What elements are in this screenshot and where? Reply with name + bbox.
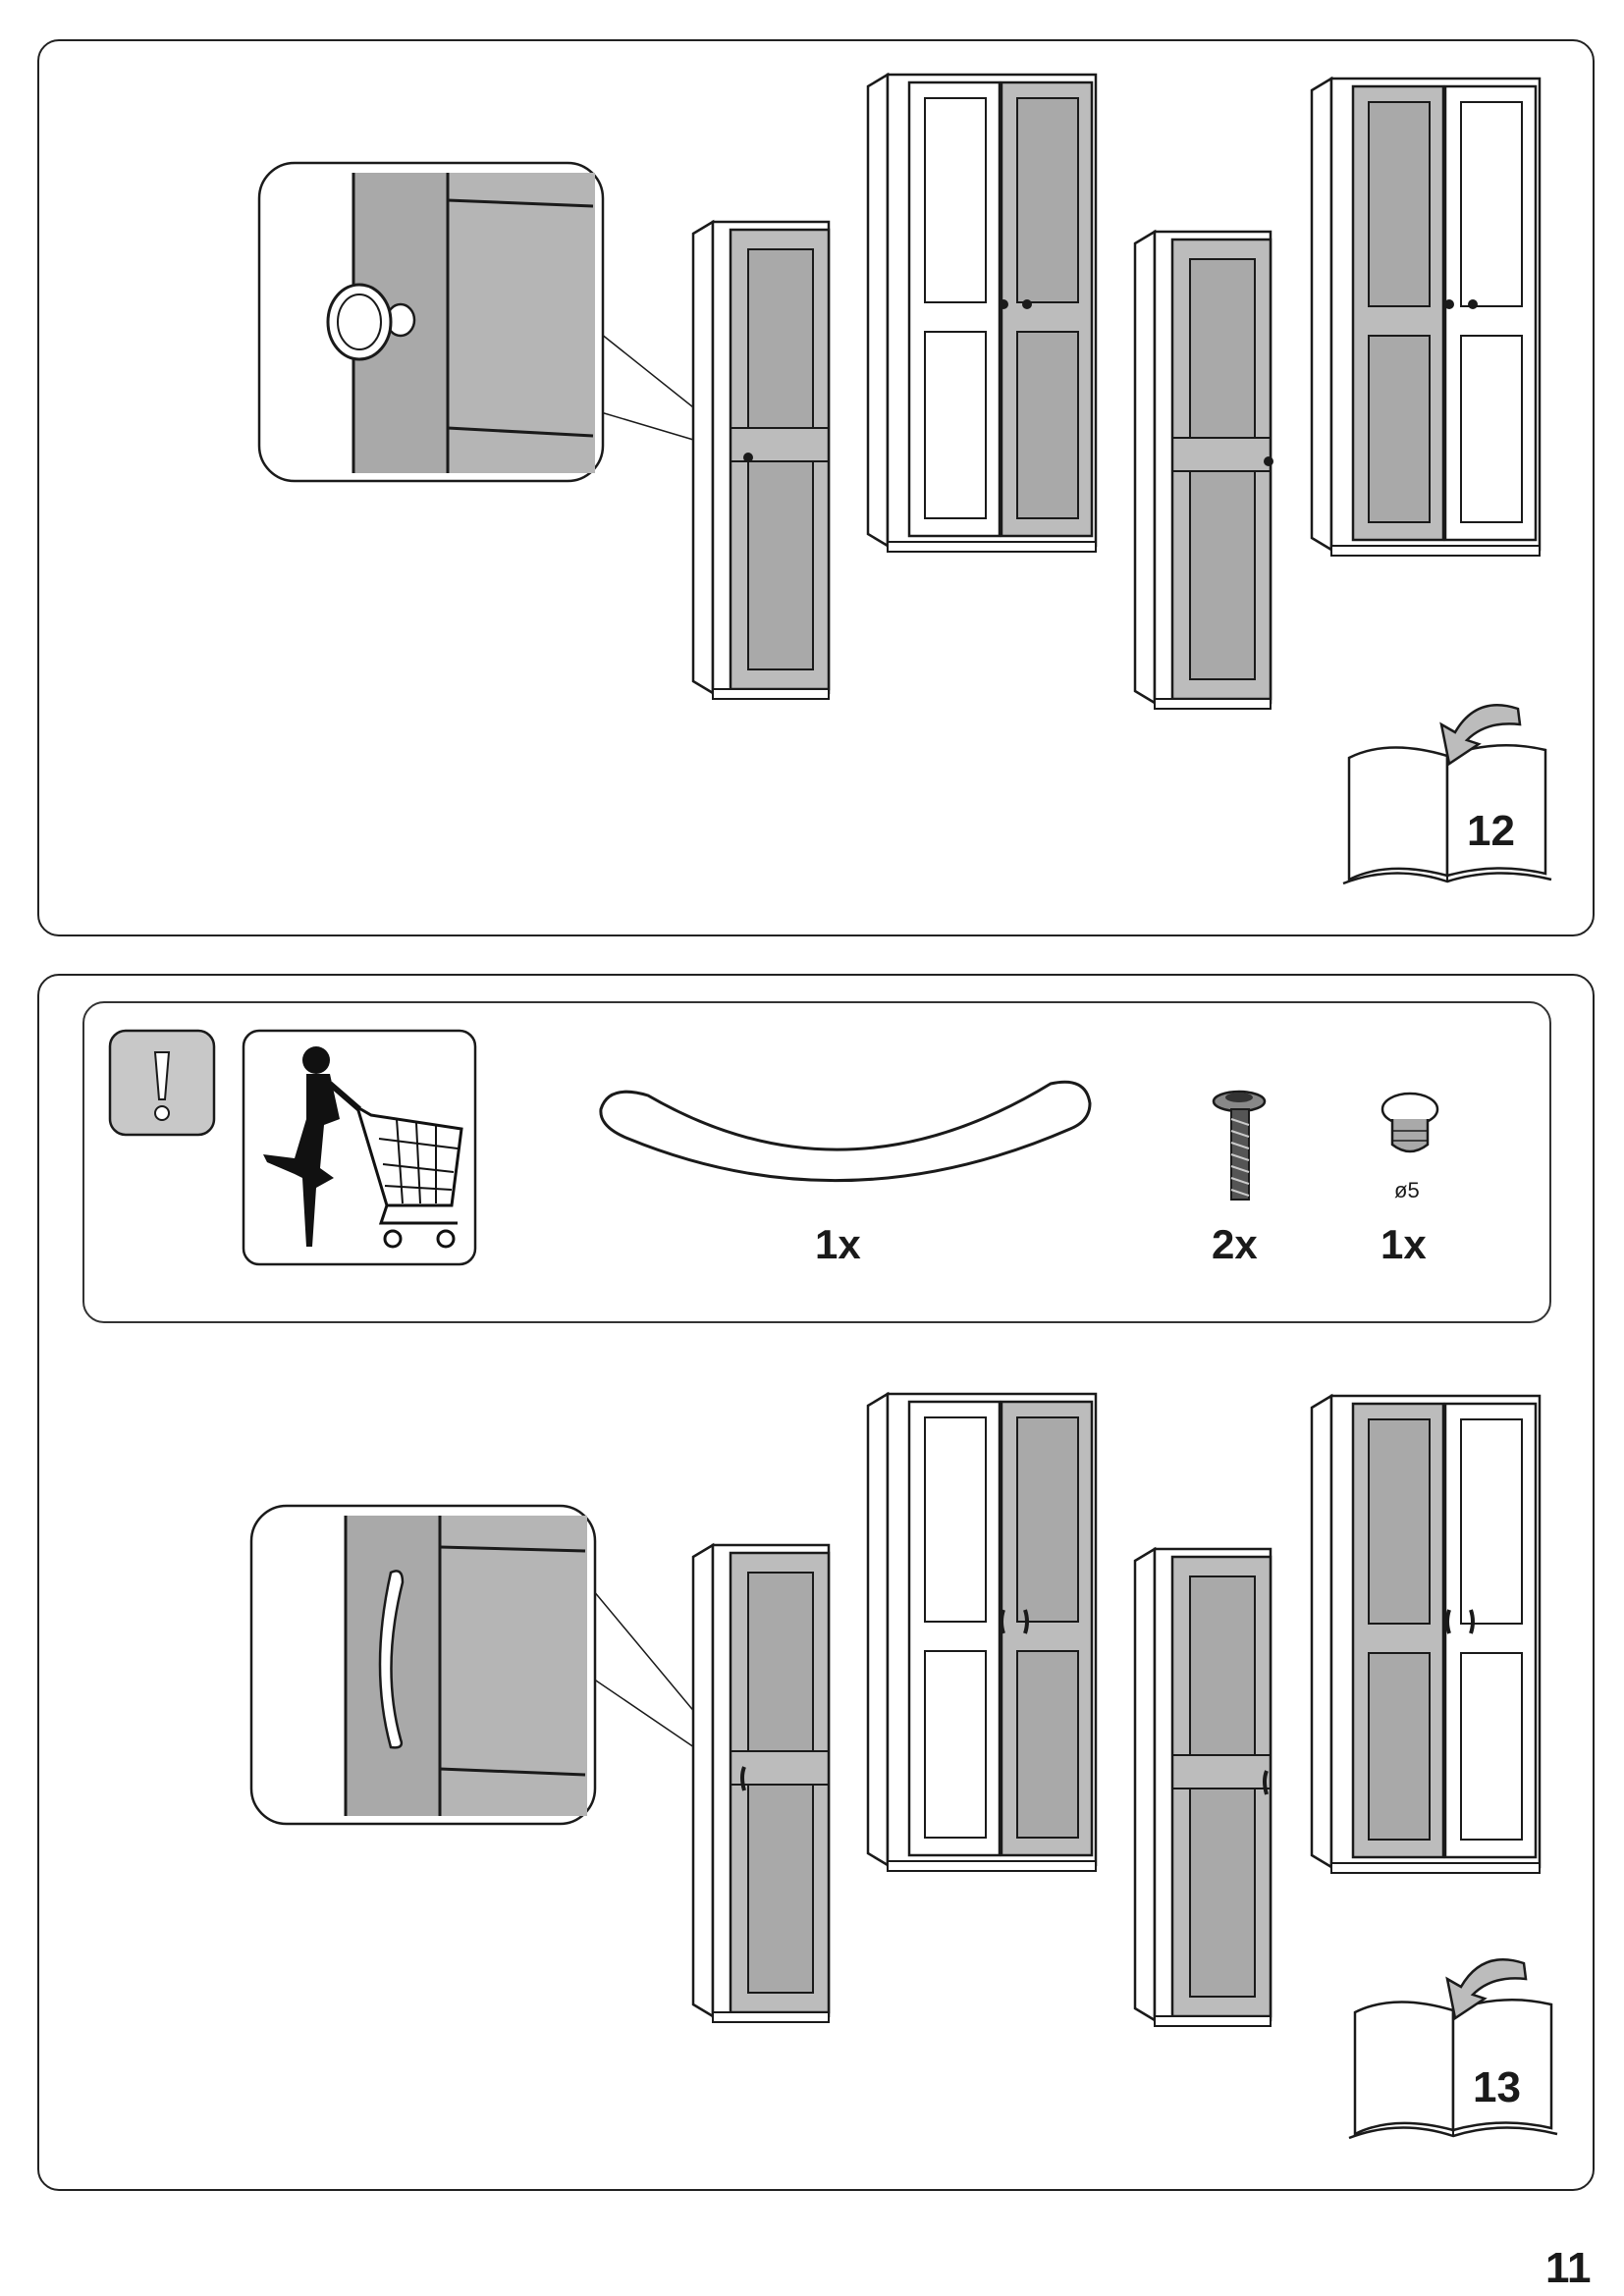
wardrobe-single-left-bottom (691, 1543, 831, 2024)
wardrobe-double-right-bottom (1310, 1394, 1542, 1875)
wardrobe-double-right-top (1310, 77, 1542, 558)
curved-handle-part (599, 1080, 1092, 1183)
wardrobe-double-left-top (866, 73, 1098, 554)
page-turn-icon-13 (1347, 1957, 1559, 2140)
parts-box (82, 1001, 1551, 1323)
exclamation-icon (108, 1029, 216, 1137)
handle-detail-callout (249, 1504, 741, 1826)
wardrobe-single-right-top (1133, 230, 1273, 711)
handle-qty: 1x (815, 1221, 861, 1267)
plug-dimension: ø5 (1394, 1178, 1420, 1202)
plug-qty: 1x (1380, 1221, 1427, 1267)
next-page-ref-13: 13 (1473, 2063, 1521, 2111)
page-number: 11 (1545, 2244, 1592, 2292)
plug-part (1380, 1092, 1439, 1153)
wardrobe-single-left-top (691, 220, 831, 701)
screw-part (1212, 1090, 1267, 1201)
knob-detail-callout (257, 161, 747, 483)
next-page-ref-12: 12 (1467, 807, 1515, 855)
screw-qty: 2x (1212, 1221, 1258, 1267)
page-turn-icon-12 (1341, 703, 1553, 885)
shopping-cart-woman-icon (242, 1029, 477, 1266)
wardrobe-double-left-bottom (866, 1392, 1098, 1873)
wardrobe-single-right-bottom (1133, 1547, 1272, 2028)
